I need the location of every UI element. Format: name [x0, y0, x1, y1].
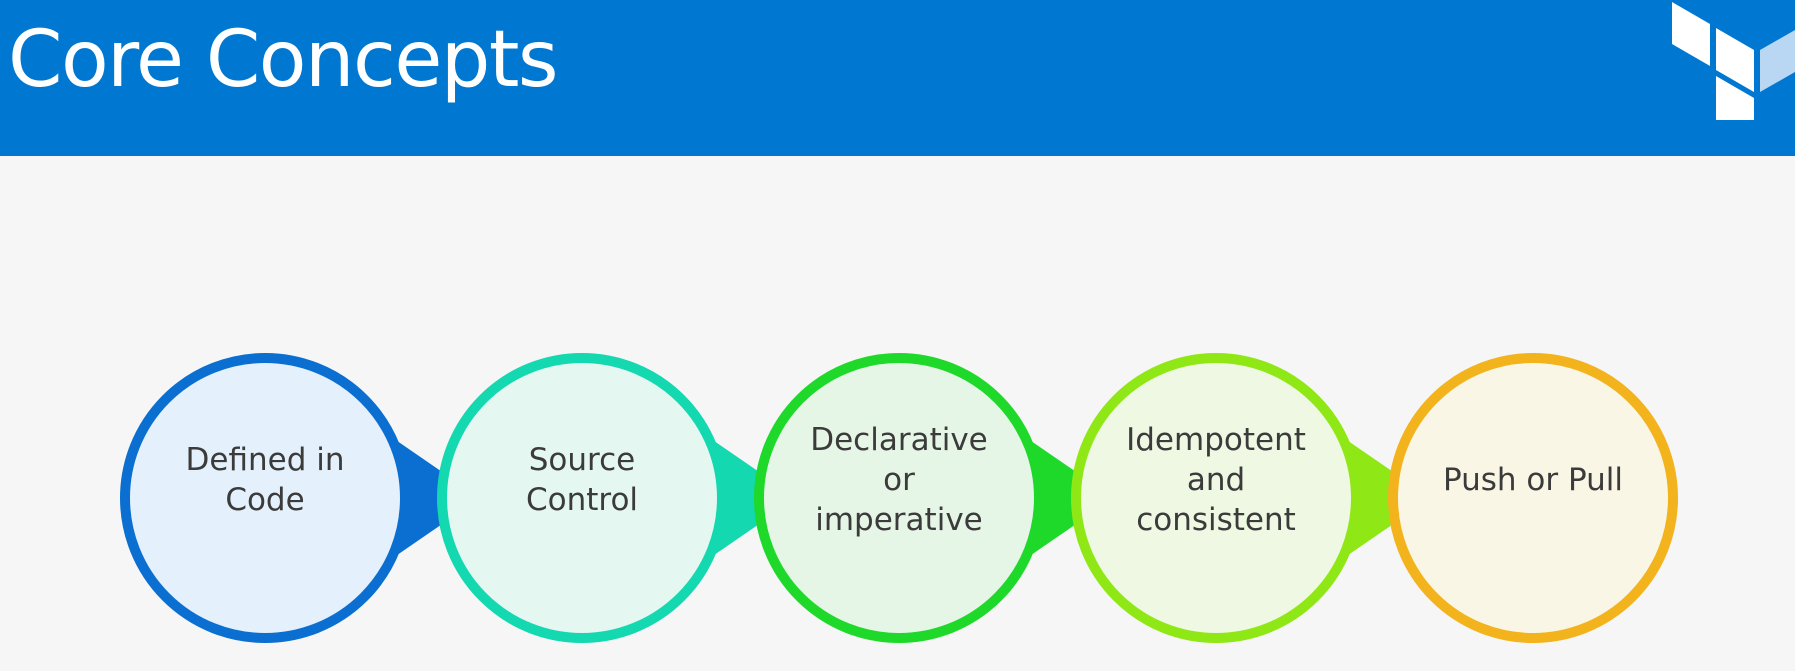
process-step-2	[437, 353, 797, 643]
logo-block-right	[1760, 30, 1795, 92]
process-step-label-line: Source	[528, 442, 636, 478]
logo-block-center	[1716, 28, 1754, 92]
process-circle-5	[1388, 353, 1678, 643]
terraform-logo-icon	[1672, 2, 1795, 120]
process-step-label-line: Declarative	[810, 422, 988, 458]
logo-block-bottom	[1716, 76, 1754, 120]
process-step-1	[120, 353, 480, 643]
process-circle-4	[1071, 353, 1361, 643]
process-step-label-3: Declarative or imperative	[789, 420, 1009, 540]
process-step-label-line: Control	[525, 482, 639, 518]
process-circle-1	[120, 353, 410, 643]
process-step-4	[1071, 353, 1431, 643]
process-step-label-1: Defined in Code	[155, 440, 375, 520]
process-step-label-line: Defined in	[185, 442, 345, 478]
logo-block-left	[1672, 2, 1710, 66]
process-step-3	[754, 353, 1114, 643]
header-band: Core Concepts	[0, 0, 1795, 156]
process-step-label-4: Idempotent and consistent	[1106, 420, 1326, 540]
process-circle-2	[437, 353, 727, 643]
slide-title: Core Concepts	[8, 15, 559, 105]
process-step-label-line: Code	[225, 482, 305, 518]
process-step-label-5: Push or Pull	[1423, 460, 1643, 500]
process-step-5	[1388, 353, 1678, 643]
process-step-label-line: imperative	[815, 502, 983, 538]
process-step-label-line: or	[883, 462, 915, 498]
process-step-label-line: Idempotent	[1126, 422, 1306, 458]
process-circle-3	[754, 353, 1044, 643]
process-step-label-line: and	[1186, 462, 1246, 498]
process-step-label-line: Push or Pull	[1442, 462, 1624, 498]
process-step-label-line: consistent	[1136, 502, 1296, 538]
process-diagram-shapes	[120, 353, 1678, 643]
